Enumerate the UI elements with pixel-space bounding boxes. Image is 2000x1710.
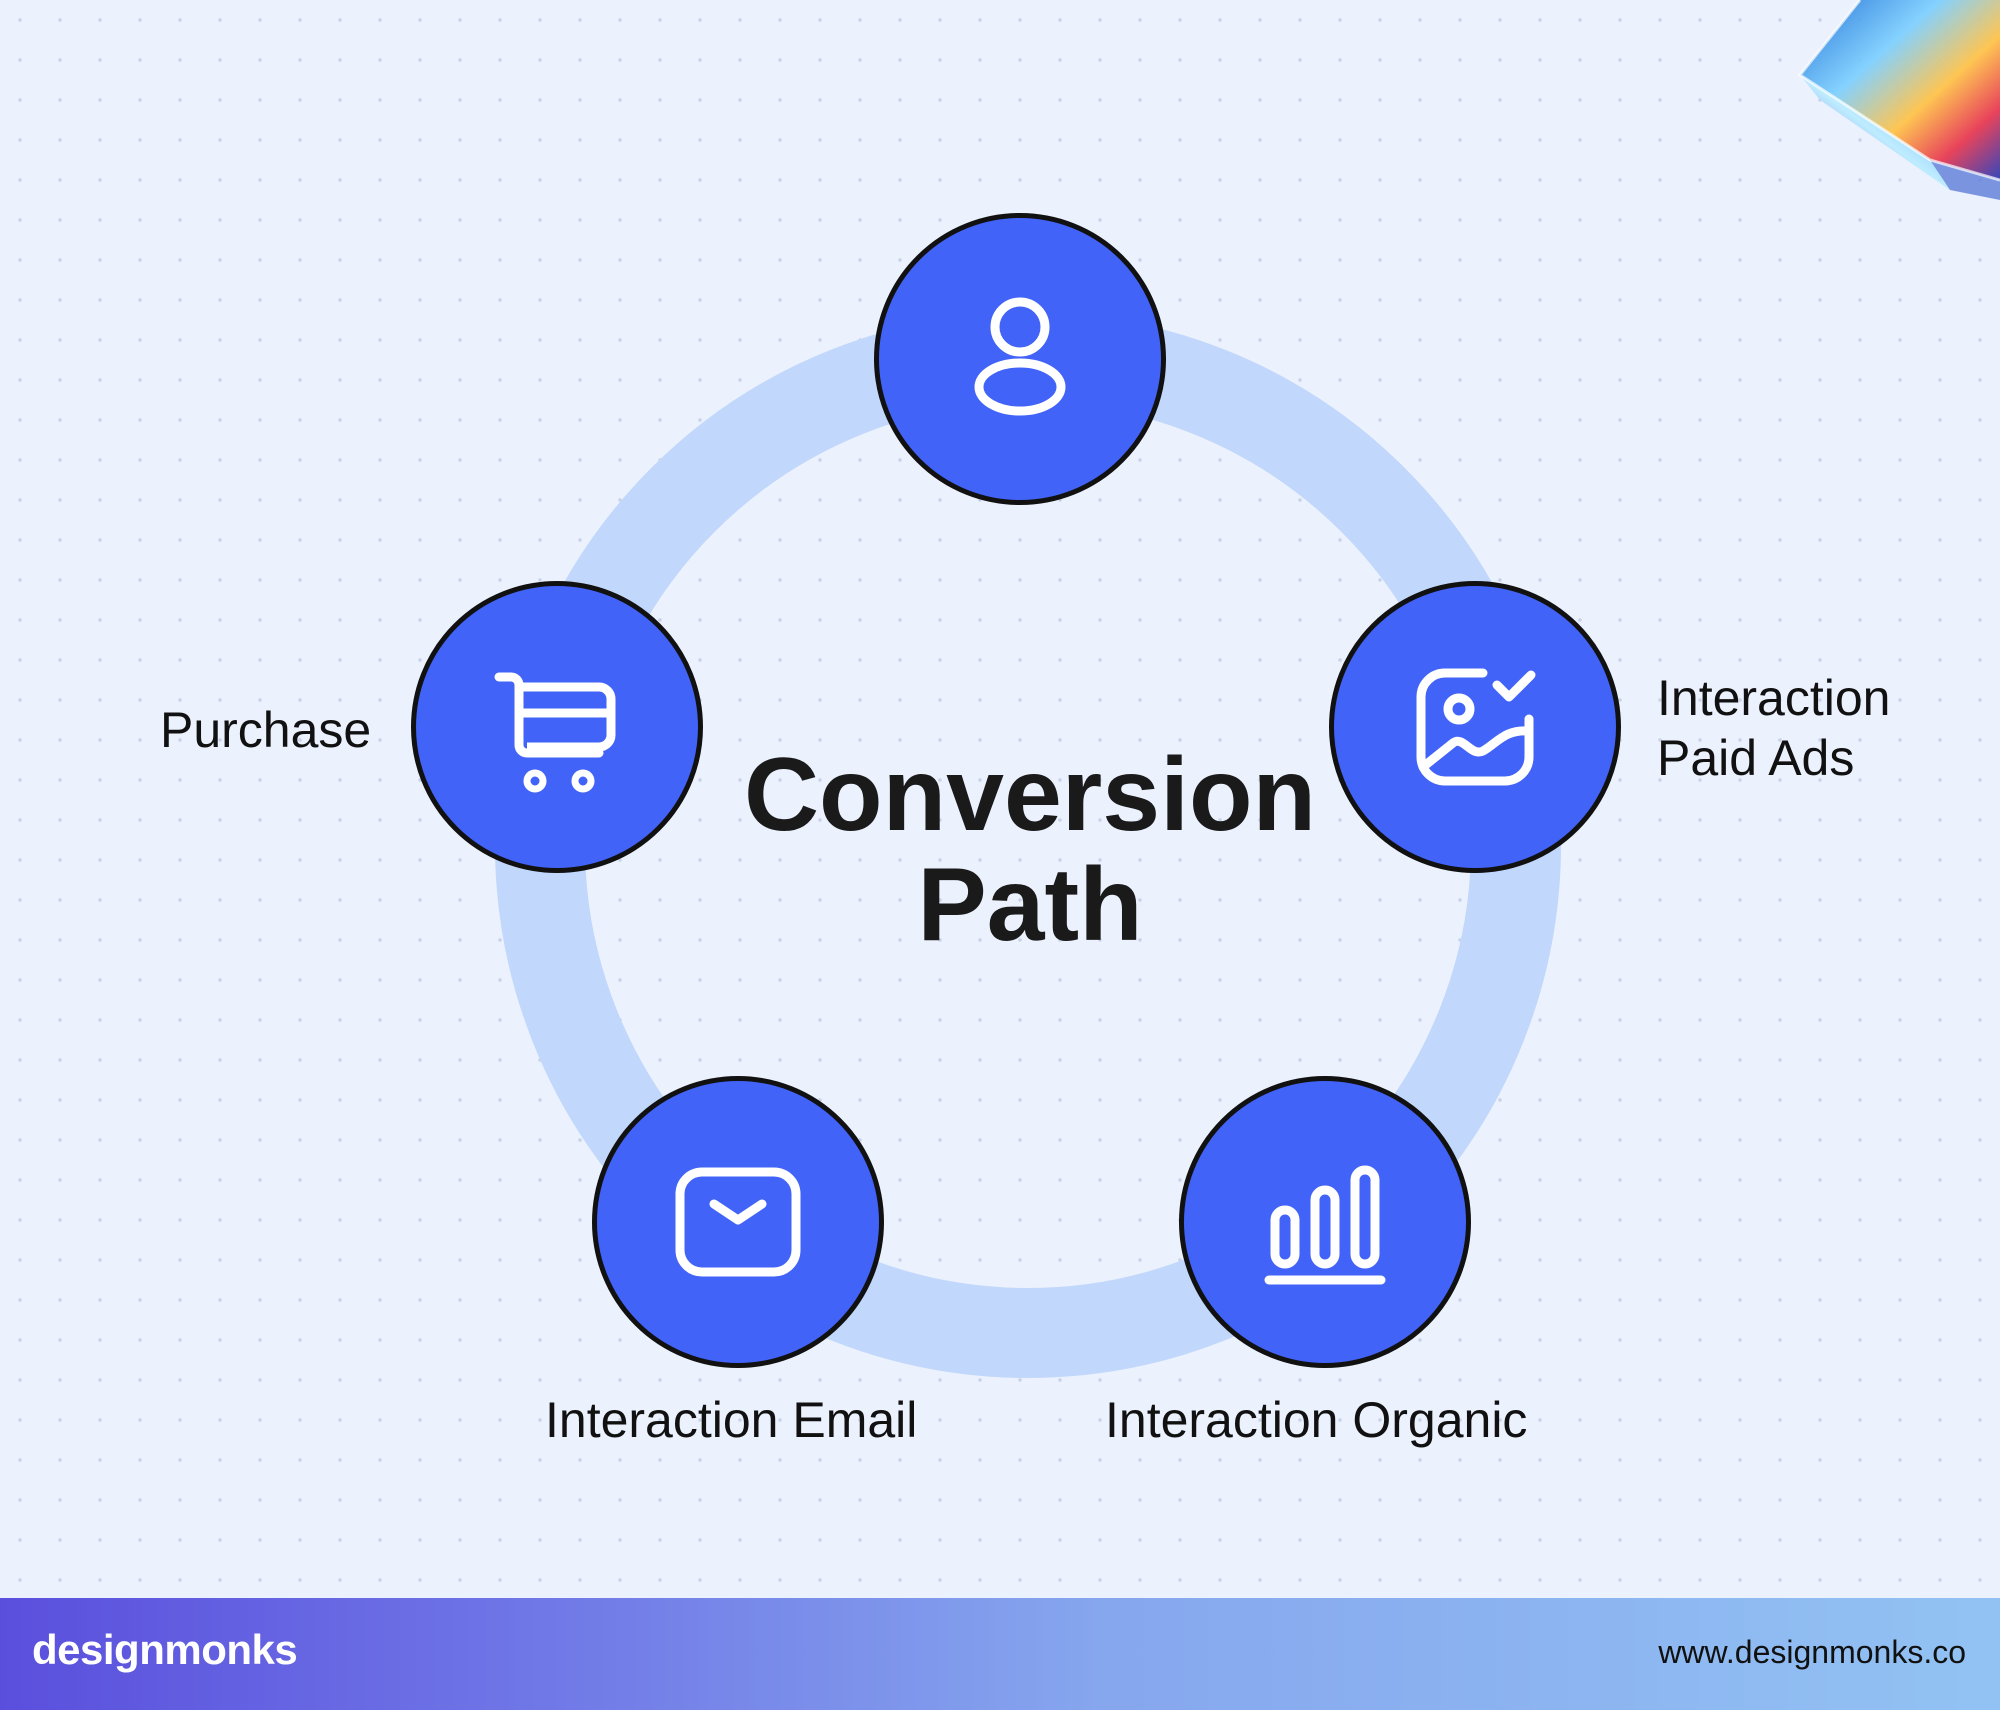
- step-label-paid-ads-line2: Paid Ads: [1657, 730, 1855, 786]
- step-label-purchase: Purchase: [160, 702, 372, 758]
- email-icon: [675, 1167, 801, 1277]
- step-node-paid-ads: [1329, 581, 1621, 873]
- step-label-paid-ads-line1: Interaction: [1657, 670, 1891, 726]
- step-node-purchase: [411, 581, 703, 873]
- conversion-path-diagram: Interaction Paid Ads Purchase Interactio…: [160, 213, 1891, 1448]
- shopping-cart-icon: [494, 672, 616, 793]
- step-node-email: [592, 1076, 884, 1368]
- diagram-title-line2: Path: [917, 847, 1143, 963]
- step-label-organic: Interaction Organic: [1105, 1392, 1528, 1448]
- brand-logo: designmonks: [32, 1626, 298, 1673]
- bar-chart-icon: [1264, 1165, 1386, 1285]
- step-label-paid-ads: Interaction Paid Ads: [1657, 668, 1891, 788]
- decorative-prism-cube: [1797, 0, 2000, 200]
- image-check-icon: [1416, 668, 1536, 786]
- diagram-title: Conversion Path: [700, 740, 1360, 960]
- step-node-organic: [1179, 1076, 1471, 1368]
- website-link[interactable]: www.designmonks.co: [1658, 1634, 1966, 1670]
- step-node-user: [874, 213, 1166, 505]
- step-label-email: Interaction Email: [545, 1392, 918, 1448]
- user-icon: [974, 297, 1066, 416]
- diagram-title-line1: Conversion: [743, 737, 1317, 853]
- footer-bar: designmonks www.designmonks.co: [0, 1598, 2000, 1710]
